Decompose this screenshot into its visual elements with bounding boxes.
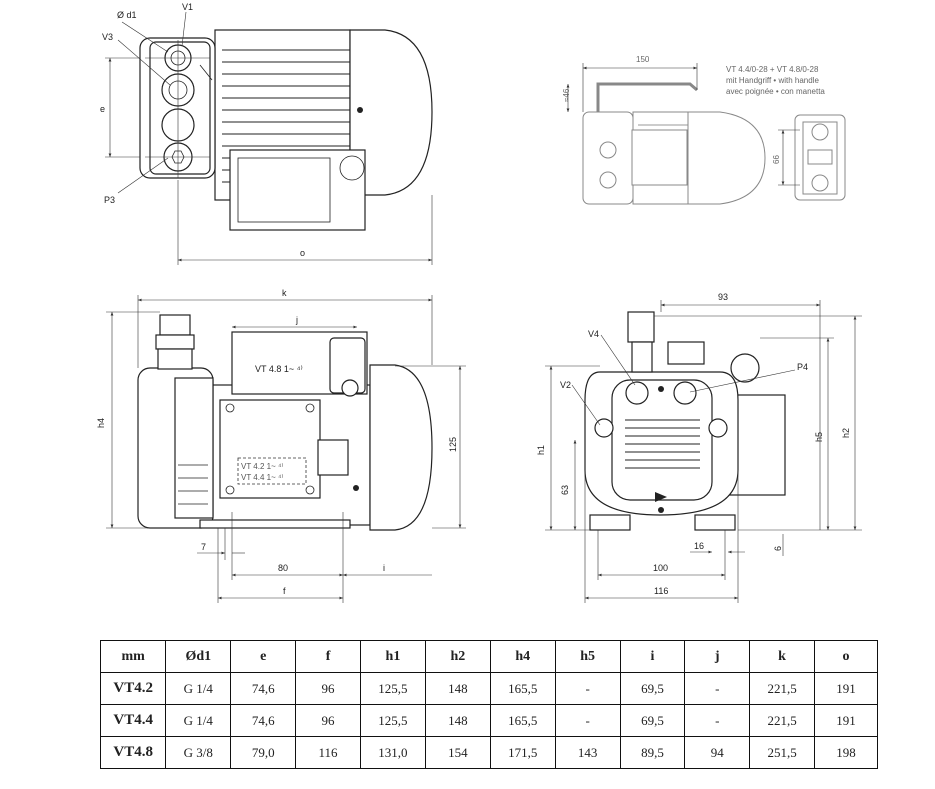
handle-variant-view: 150 ≈46 66 VT 4.4/0-28 + VT 4.8/0-28 mit… (562, 55, 846, 205)
table-cell: 125,5 (359, 672, 426, 705)
label-46: ≈46 (562, 88, 571, 102)
label-h5: h5 (814, 432, 824, 442)
table-cell: G 1/4 (165, 672, 232, 705)
table-cell: 79,0 (230, 736, 297, 769)
table-cell: 191 (814, 704, 878, 737)
label-h1: h1 (536, 445, 546, 455)
label-o: o (300, 248, 305, 258)
label-66: 66 (772, 155, 781, 164)
side-view: k j h4 125 7 80 i f VT 4.8 1~ ⁴⁾ VT 4.2 … (96, 288, 466, 603)
table-cell: 165,5 (489, 704, 556, 737)
top-view: Ø d1 V1 V3 P3 e o (100, 2, 433, 265)
label-7: 7 (201, 542, 206, 552)
label-v4: V4 (588, 329, 599, 339)
header-cell: k (749, 640, 816, 673)
label-125: 125 (448, 437, 458, 452)
header-cell: mm (99, 640, 167, 673)
table-cell: 171,5 (489, 736, 556, 769)
header-cell: h2 (424, 640, 491, 673)
label-i: i (383, 563, 385, 573)
label-93: 93 (718, 292, 728, 302)
table-cell: 74,6 (230, 672, 297, 705)
front-view: 93 V4 V2 P4 h1 63 h5 h2 16 6 100 116 (536, 292, 862, 603)
table-row: VT4.8 G 3/8 79,0 116 131,0 154 171,5 143… (99, 736, 878, 769)
table-cell: 94 (684, 736, 751, 769)
label-v1: V1 (182, 2, 193, 12)
header-cell: h4 (489, 640, 556, 673)
header-cell: e (230, 640, 297, 673)
table-cell: - (684, 672, 751, 705)
table-cell: 221,5 (749, 672, 816, 705)
label-16: 16 (694, 541, 704, 551)
header-cell: i (619, 640, 686, 673)
table-cell: - (554, 672, 621, 705)
label-v2: V2 (560, 380, 571, 390)
table-cell: 191 (814, 672, 878, 705)
table-cell: G 3/8 (165, 736, 232, 769)
label-63: 63 (560, 485, 570, 495)
label-p3: P3 (104, 195, 115, 205)
box-label-vt42: VT 4.2 1~ ⁴⁾ (241, 462, 283, 471)
table-cell: 96 (295, 672, 361, 705)
table-cell: 143 (554, 736, 621, 769)
header-cell: o (814, 640, 878, 673)
table-cell: 69,5 (619, 672, 686, 705)
table-cell: 148 (424, 672, 491, 705)
table-cell: G 1/4 (165, 704, 232, 737)
label-d1: Ø d1 (117, 10, 137, 20)
handle-note-line-3: avec poignée • con manetta (726, 87, 825, 96)
label-h2: h2 (841, 428, 851, 438)
label-v3: V3 (102, 32, 113, 42)
header-cell: h1 (359, 640, 426, 673)
header-cell: f (295, 640, 361, 673)
label-k: k (282, 288, 287, 298)
table-row: VT4.2 G 1/4 74,6 96 125,5 148 165,5 - 69… (99, 672, 878, 705)
header-cell: h5 (554, 640, 621, 673)
handle-note-line-2: mit Handgriff • with handle (726, 76, 819, 85)
table-cell: 221,5 (749, 704, 816, 737)
label-80: 80 (278, 563, 288, 573)
table-cell: 131,0 (359, 736, 426, 769)
handle-note-line-1: VT 4.4/0-28 + VT 4.8/0-28 (726, 65, 819, 74)
box-label-vt44: VT 4.4 1~ ⁴⁾ (241, 473, 283, 482)
model-cell: VT4.4 (99, 704, 167, 737)
label-150: 150 (636, 55, 650, 64)
table-cell: 96 (295, 704, 361, 737)
model-cell: VT4.8 (99, 736, 167, 769)
table-cell: 165,5 (489, 672, 556, 705)
table-cell: - (684, 704, 751, 737)
label-116: 116 (654, 586, 668, 596)
technical-drawing: Ø d1 V1 V3 P3 e o 150 ≈46 66 (96, 2, 862, 603)
label-h4: h4 (96, 418, 106, 428)
table-cell: 198 (814, 736, 878, 769)
table-row: VT4.4 G 1/4 74,6 96 125,5 148 165,5 - 69… (99, 704, 878, 737)
label-p4: P4 (797, 362, 808, 372)
table-cell: 116 (295, 736, 361, 769)
table-cell: 125,5 (359, 704, 426, 737)
label-f: f (283, 586, 286, 596)
label-100: 100 (653, 563, 668, 573)
table-cell: 69,5 (619, 704, 686, 737)
table-cell: 148 (424, 704, 491, 737)
model-cell: VT4.2 (99, 672, 167, 705)
header-cell: j (684, 640, 751, 673)
box-label-vt48: VT 4.8 1~ ⁴⁾ (255, 364, 303, 374)
table-cell: 154 (424, 736, 491, 769)
table-cell: - (554, 704, 621, 737)
label-e: e (100, 104, 105, 114)
dimension-table: mm Ød1 e f h1 h2 h4 h5 i j k o VT4.2 G 1… (99, 640, 878, 769)
table-header-row: mm Ød1 e f h1 h2 h4 h5 i j k o (99, 640, 878, 673)
table-cell: 74,6 (230, 704, 297, 737)
label-6: 6 (773, 546, 783, 551)
table-cell: 89,5 (619, 736, 686, 769)
table-cell: 251,5 (749, 736, 816, 769)
label-j: j (295, 315, 298, 325)
header-cell: Ød1 (165, 640, 232, 673)
